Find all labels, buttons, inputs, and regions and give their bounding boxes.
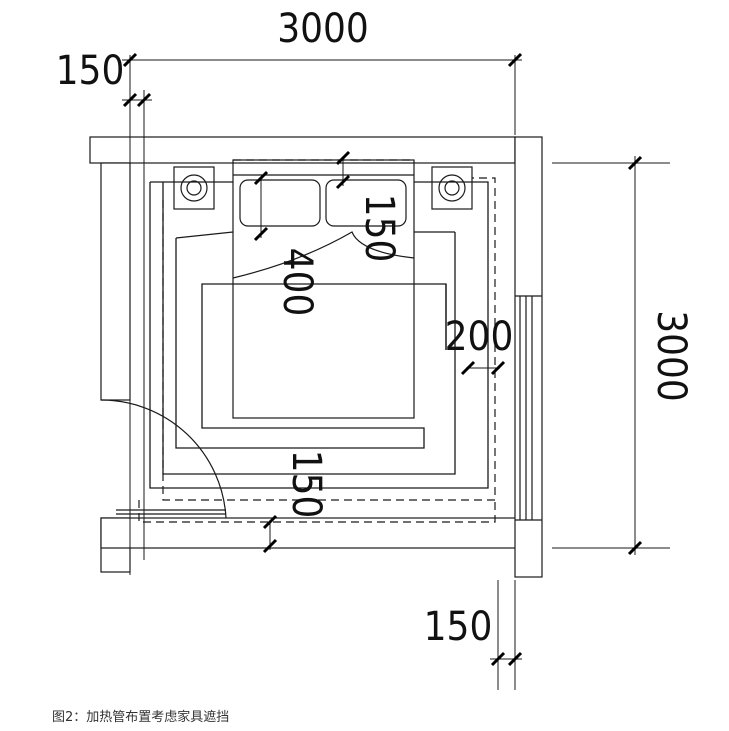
- dimension-lines: [122, 59, 636, 660]
- dim-pipe-bottom-label: 150: [283, 450, 329, 519]
- bottom-wall: [100, 517, 517, 549]
- dim-right-total-label: 3000: [648, 310, 694, 402]
- dim-bottom-offset-label: 150: [424, 604, 493, 650]
- bedside-table-right: [431, 166, 473, 210]
- top-wall: [89, 136, 516, 164]
- dim-bed-distance-label: 400: [274, 248, 320, 317]
- left-wall-upper: [100, 162, 131, 401]
- extension-lines: [129, 55, 670, 690]
- figure-caption: 图2：加热管布置考虑家具遮挡: [52, 710, 230, 725]
- dim-pipe-top-label: 150: [356, 194, 402, 263]
- right-wall: [514, 136, 543, 578]
- dim-wall-gap-label: 200: [445, 314, 514, 360]
- window: [515, 295, 542, 521]
- dim-top-offset-label: 150: [56, 48, 125, 94]
- dim-top-total-label: 3000: [277, 6, 369, 52]
- dashed-pipe-outline: [138, 159, 496, 523]
- heating-pipe: [149, 181, 489, 489]
- tick-marks: [122, 52, 643, 667]
- door: [100, 399, 227, 519]
- bedside-table-left: [173, 166, 215, 210]
